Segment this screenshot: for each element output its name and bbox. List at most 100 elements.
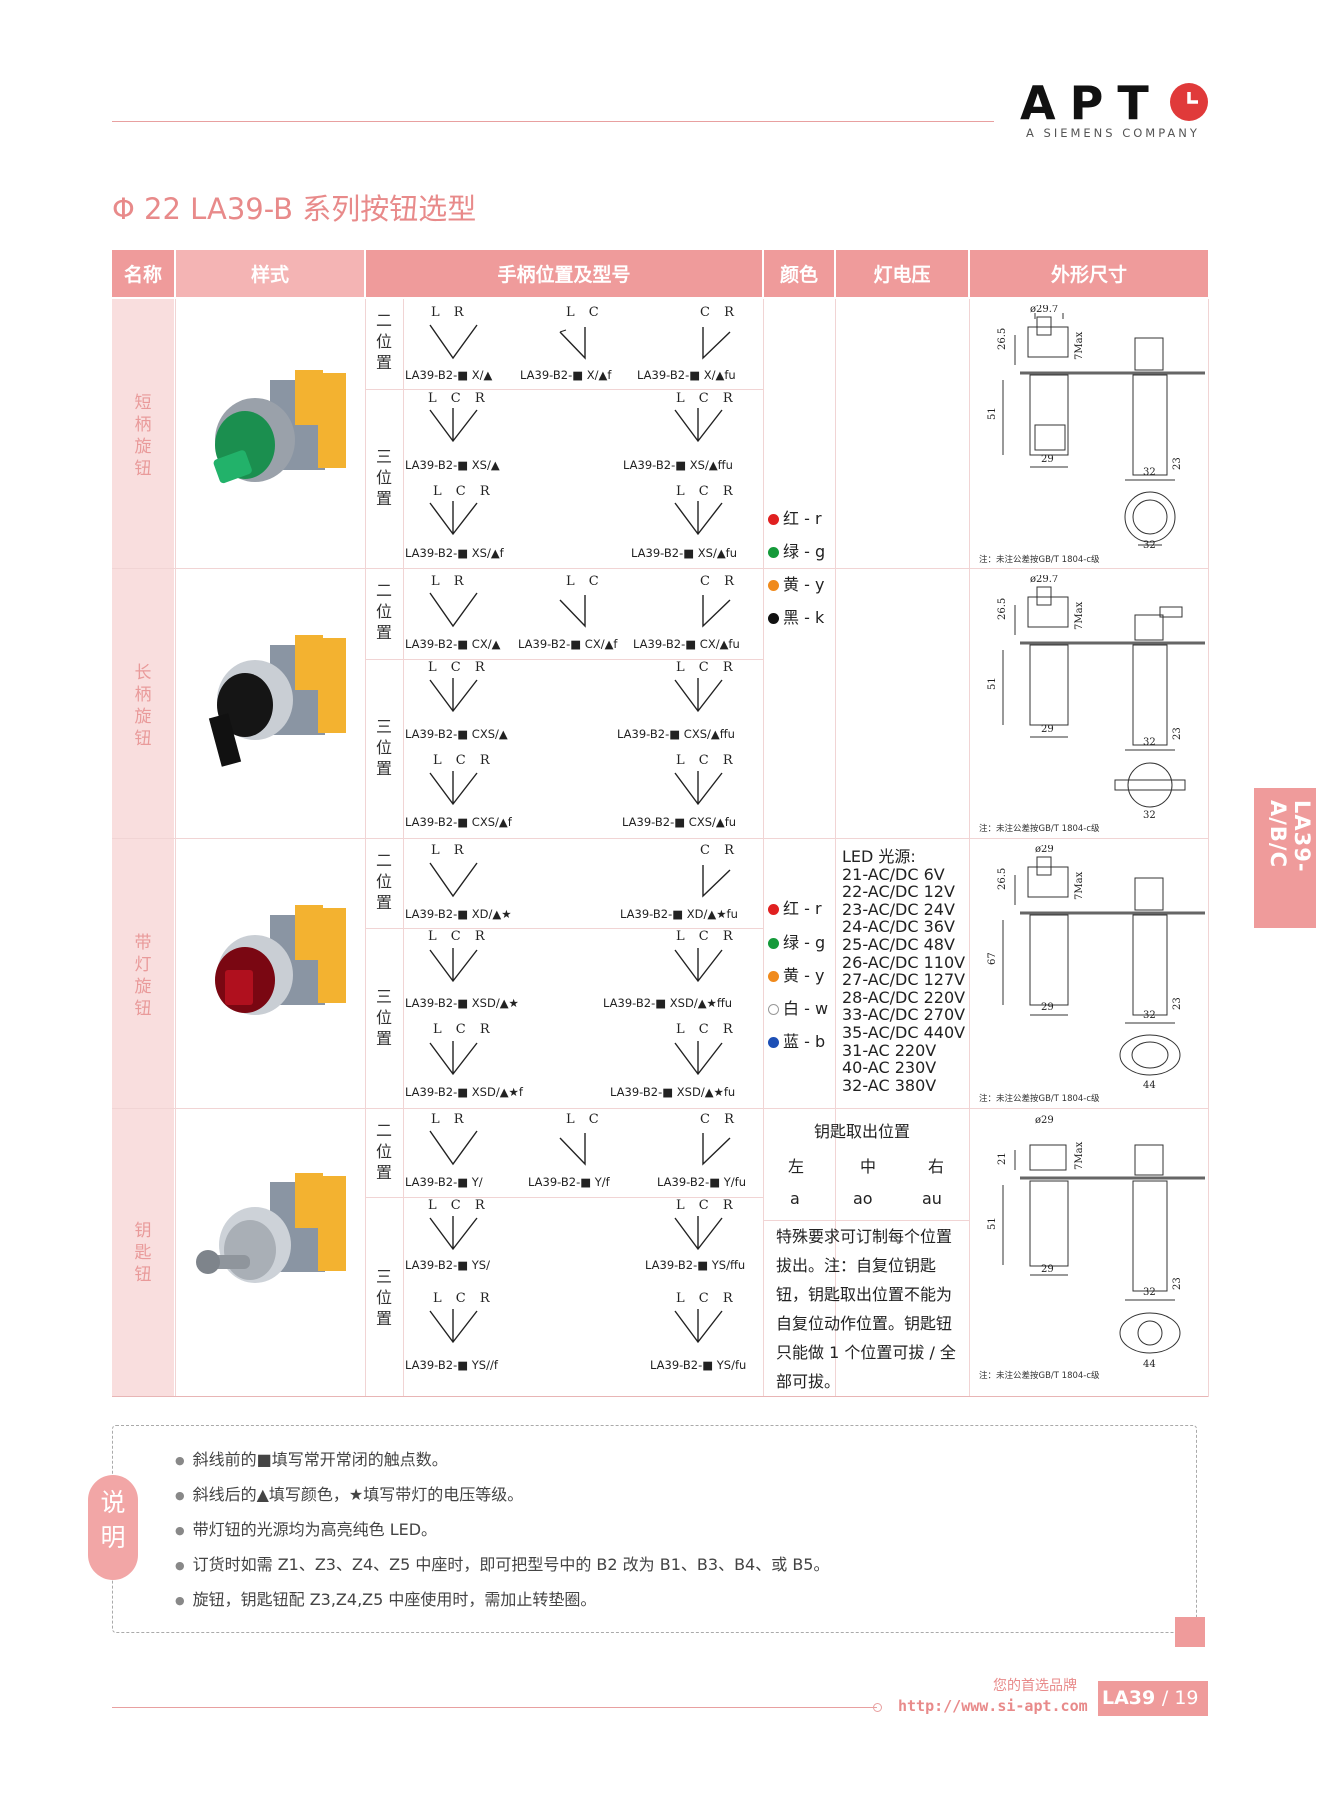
model-number: LA39-B2-■ XS/▲fu bbox=[631, 546, 738, 560]
short-knob-product-image bbox=[213, 370, 346, 484]
voltage-item: 22-AC/DC 12V bbox=[842, 882, 955, 902]
key-switch-product-image bbox=[196, 1173, 346, 1283]
dim-max: 7Max bbox=[1074, 1141, 1085, 1170]
model-number: LA39-B2-■ CX/▲fu bbox=[633, 637, 740, 651]
grid-line bbox=[763, 299, 764, 1397]
model-number: LA39-B2-■ YS/ bbox=[405, 1258, 490, 1272]
grid-line bbox=[366, 659, 763, 660]
row-name-text: 带灯旋钮 bbox=[134, 933, 152, 1019]
note-item: 带灯钮的光源均为高亮纯色 LED。 bbox=[175, 1516, 437, 1540]
model-number: LA39-B2-■ XSD/▲★f bbox=[405, 1085, 523, 1099]
model-number: LA39-B2-■ YS/fu bbox=[650, 1358, 747, 1372]
dim-max: 7Max bbox=[1074, 871, 1085, 900]
key-release-title: 钥匙取出位置 bbox=[814, 1122, 911, 1141]
model-number: LA39-B2-■ Y/ bbox=[405, 1175, 483, 1189]
color-label: 红 - r bbox=[783, 899, 822, 918]
three-position-diagram bbox=[674, 1309, 723, 1344]
model-number: LA39-B2-■ X/▲ bbox=[405, 368, 493, 382]
row-name-long-knob: 长柄旋钮 bbox=[112, 662, 174, 750]
three-position-diagram bbox=[429, 1216, 478, 1251]
voltage-item: 31-AC 220V bbox=[842, 1040, 937, 1060]
green-dot-icon bbox=[768, 938, 779, 949]
position-letters: L C bbox=[566, 1112, 604, 1127]
model-number: LA39-B2-■ CXS/▲ffu bbox=[617, 727, 735, 741]
dim-height-top: 21 bbox=[997, 1152, 1008, 1165]
th-color: 颜色 bbox=[764, 250, 834, 297]
color-label: 绿 - g bbox=[783, 933, 826, 952]
dim-max: 7Max bbox=[1074, 331, 1085, 360]
three-position-diagram bbox=[674, 1041, 723, 1076]
two-position-label: 二位置 bbox=[366, 1120, 402, 1183]
color-option-blue: 蓝 - b bbox=[768, 1028, 825, 1052]
three-position-diagram bbox=[429, 501, 478, 536]
position-letters: C R bbox=[700, 843, 739, 858]
grid-line bbox=[112, 838, 1208, 839]
model-number: LA39-B2-■ XS/▲f bbox=[405, 546, 504, 560]
key-pos-center: 中 bbox=[860, 1157, 877, 1176]
dim-width-3: 44 bbox=[1143, 1359, 1156, 1370]
three-position-diagram bbox=[674, 408, 723, 443]
position-letters: C R bbox=[700, 1112, 739, 1127]
color-label: 蓝 - b bbox=[783, 1032, 826, 1051]
two-position-diagram bbox=[702, 595, 731, 628]
position-letters: L C R bbox=[428, 660, 490, 675]
two-position-label-text: 二位置 bbox=[375, 1121, 392, 1182]
voltage-item: 35-AC/DC 440V bbox=[842, 1022, 966, 1042]
three-position-diagram bbox=[429, 678, 478, 713]
page-title: Φ 22 LA39-B 系列按钮选型 bbox=[112, 192, 477, 226]
model-number: LA39-B2-■ XSD/▲★ bbox=[405, 996, 519, 1010]
model-number: LA39-B2-■ CX/▲f bbox=[518, 637, 618, 651]
voltage-item: 33-AC/DC 270V bbox=[842, 1005, 966, 1025]
color-option-green: 绿 - g bbox=[768, 538, 825, 562]
th-voltage: 灯电压 bbox=[836, 250, 968, 297]
dimension-drawing-lit-knob: ø29 26.5 67 7Max 29 23 32 44 bbox=[987, 845, 1205, 1091]
position-letters: L R bbox=[431, 1112, 469, 1127]
color-label: 白 - w bbox=[783, 999, 829, 1018]
dim-width: 29 bbox=[1041, 1264, 1054, 1275]
two-position-diagram bbox=[702, 865, 731, 898]
dim-width-3: 32 bbox=[1143, 810, 1156, 821]
three-position-label-text: 三位置 bbox=[375, 1267, 392, 1328]
voltage-item: 23-AC/DC 24V bbox=[842, 899, 955, 919]
note-item: 斜线前的■填写常开常闭的触点数。 bbox=[175, 1446, 448, 1470]
dim-width: 29 bbox=[1041, 1002, 1054, 1013]
dim-diameter: ø29 bbox=[1035, 845, 1054, 855]
dimension-drawing-short-knob: ø29.7 26.5 51 7Max 29 23 32 32 bbox=[987, 305, 1205, 551]
grid-line bbox=[366, 1197, 763, 1198]
color-label: 绿 - g bbox=[783, 542, 826, 561]
key-code-center: ao bbox=[853, 1189, 873, 1208]
three-position-diagram bbox=[674, 1216, 723, 1251]
grid-line bbox=[366, 389, 763, 390]
note-item: 订货时如需 Z1、Z3、Z4、Z5 中座时，即可把型号中的 B2 改为 B1、B… bbox=[175, 1551, 830, 1575]
row-name-text: 长柄旋钮 bbox=[134, 663, 152, 749]
voltage-item: 25-AC/DC 48V bbox=[842, 934, 955, 954]
key-code-left: a bbox=[790, 1189, 800, 1208]
dim-diameter: ø29.7 bbox=[1030, 305, 1058, 315]
color-label: 黄 - y bbox=[783, 575, 825, 594]
led-voltage-list: LED 光源: 21-AC/DC 6V 22-AC/DC 12V 23-AC/D… bbox=[842, 848, 965, 1094]
two-position-diagram bbox=[429, 862, 478, 898]
footer-url[interactable]: http://www.si-apt.com bbox=[898, 1697, 1088, 1715]
grid-line bbox=[112, 1108, 1208, 1109]
position-letters: L C bbox=[566, 305, 604, 320]
two-position-diagram bbox=[429, 1130, 478, 1166]
dim-max: 7Max bbox=[1074, 601, 1085, 630]
long-knob-product-image bbox=[208, 635, 346, 767]
logo-subtitle: A SIEMENS COMPANY bbox=[1026, 126, 1200, 140]
position-letters: L C bbox=[566, 574, 604, 589]
tolerance-note: 注：未注公差按GB/T 1804-c级 bbox=[979, 555, 1100, 565]
voltage-item: 24-AC/DC 36V bbox=[842, 917, 955, 937]
dim-height-body: 51 bbox=[987, 407, 998, 420]
three-position-diagram bbox=[429, 1309, 478, 1344]
position-letters: L C R bbox=[433, 753, 495, 768]
three-position-label-text: 三位置 bbox=[375, 717, 392, 778]
model-number: LA39-B2-■ XS/▲ bbox=[405, 458, 500, 472]
dim-height-bottom: 23 bbox=[1172, 997, 1183, 1010]
th-dimensions: 外形尺寸 bbox=[970, 250, 1208, 297]
page-label: LA39 bbox=[1102, 1687, 1156, 1709]
footer-rule bbox=[112, 1707, 877, 1708]
position-letters: L C R bbox=[676, 929, 738, 944]
dim-width-2: 32 bbox=[1143, 1010, 1156, 1021]
position-letters: L R bbox=[431, 574, 469, 589]
red-dot-icon bbox=[768, 514, 779, 525]
